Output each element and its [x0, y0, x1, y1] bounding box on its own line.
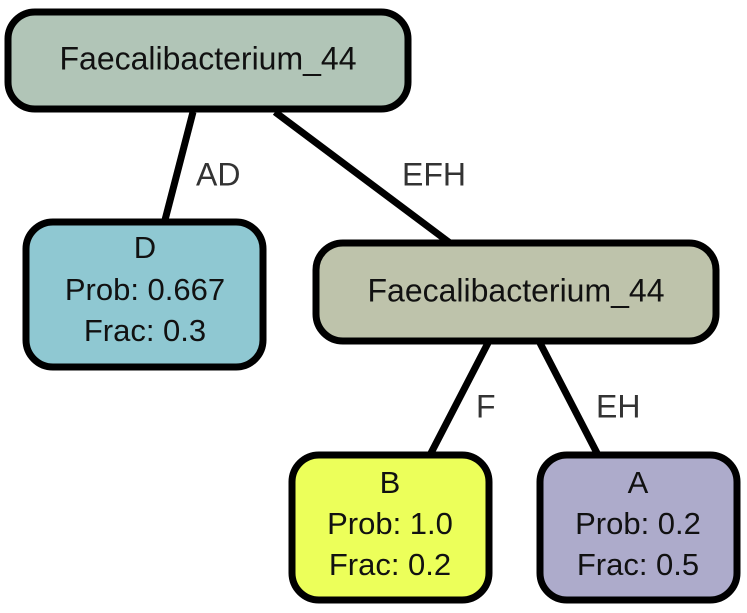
edge-label-f: F [476, 388, 496, 424]
edge-root-to-d: AD [161, 111, 240, 221]
edge-line [426, 341, 492, 457]
edge-label-efh: EFH [402, 156, 466, 192]
node-frac-label: Frac: 0.2 [329, 547, 451, 582]
node-prob-label: Prob: 0.2 [575, 506, 701, 541]
node-frac-label: Frac: 0.3 [84, 313, 206, 348]
node-leaf-b: B Prob: 1.0 Frac: 0.2 [288, 451, 493, 604]
edge-line [536, 341, 602, 457]
node-leaf-d: D Prob: 0.667 Frac: 0.3 [22, 218, 267, 371]
node-prob-label: Prob: 0.667 [65, 272, 225, 307]
node-inner: Faecalibacterium_44 [312, 239, 720, 345]
node-box [536, 451, 741, 604]
edge-inner-to-a: EH [536, 341, 640, 457]
edge-line [272, 109, 453, 246]
node-prob-label: Prob: 1.0 [327, 506, 453, 541]
node-label: Faecalibacterium_44 [59, 40, 356, 76]
node-class-label: D [134, 230, 156, 265]
edge-label-eh: EH [596, 388, 640, 424]
node-box [288, 451, 493, 604]
node-class-label: A [628, 465, 649, 500]
node-leaf-a: A Prob: 0.2 Frac: 0.5 [536, 451, 741, 604]
edge-inner-to-b: F [426, 341, 496, 457]
node-label: Faecalibacterium_44 [367, 272, 664, 308]
edge-line [161, 111, 197, 221]
node-frac-label: Frac: 0.5 [577, 547, 699, 582]
node-box [22, 218, 267, 371]
node-root: Faecalibacterium_44 [4, 8, 412, 113]
node-box [4, 8, 412, 113]
node-class-label: B [380, 465, 401, 500]
edge-label-ad: AD [196, 156, 240, 192]
node-box [312, 239, 720, 345]
edge-root-to-inner: EFH [272, 109, 466, 246]
